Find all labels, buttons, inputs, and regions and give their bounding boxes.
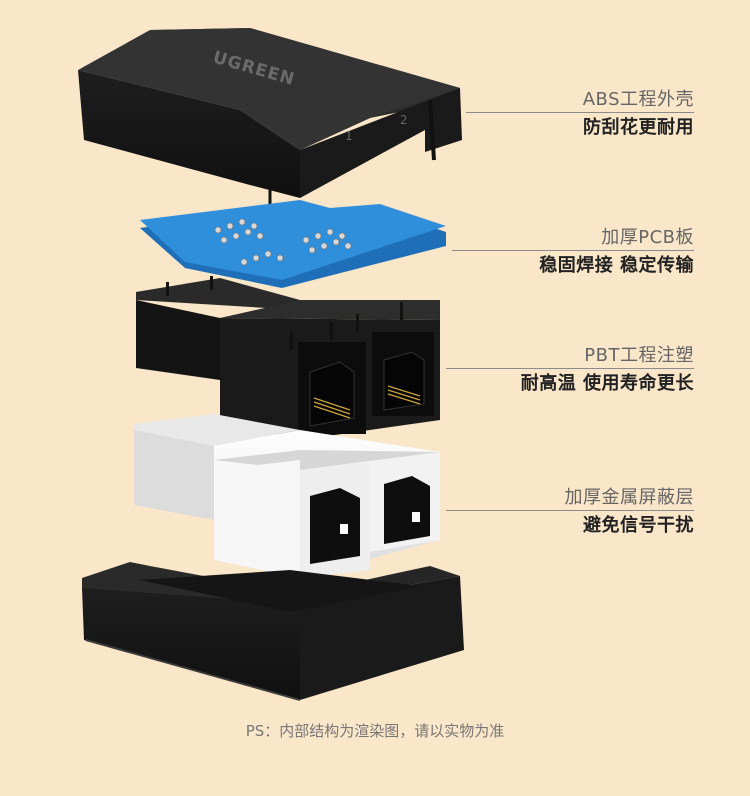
feature-title: 加厚PCB板: [601, 227, 694, 248]
pcb-board: [140, 200, 446, 288]
render-disclaimer: PS：内部结构为渲染图，请以实物为准: [245, 722, 505, 740]
feature-metal-shield: 加厚金属屏蔽层 避免信号干扰: [565, 486, 695, 538]
feature-pcb-board: 加厚PCB板 稳固焊接 稳定传输: [539, 226, 694, 278]
feature-title: 加厚金属屏蔽层: [564, 487, 694, 508]
feature-desc: 避免信号干扰: [583, 515, 694, 536]
port-label-2: 2: [400, 113, 408, 127]
top-shell: [78, 28, 462, 212]
port-label-1: 1: [345, 129, 353, 143]
leader-line-3: [446, 368, 694, 369]
feature-pbt-molding: PBT工程注塑 耐高温 使用寿命更长: [521, 344, 694, 396]
leader-line-4: [446, 510, 694, 511]
leader-line-2: [452, 250, 694, 251]
pbt-jack-body: [136, 276, 440, 440]
bottom-housing: [82, 562, 464, 701]
feature-abs-shell: ABS工程外壳 防刮花更耐用: [583, 88, 694, 140]
feature-desc: 防刮花更耐用: [583, 117, 694, 138]
leader-line-1: [466, 112, 694, 113]
feature-desc: 稳固焊接 稳定传输: [539, 255, 694, 276]
metal-shield: [134, 414, 440, 578]
feature-title: ABS工程外壳: [582, 89, 694, 110]
feature-title: PBT工程注塑: [584, 345, 694, 366]
feature-desc: 耐高温 使用寿命更长: [520, 373, 694, 394]
